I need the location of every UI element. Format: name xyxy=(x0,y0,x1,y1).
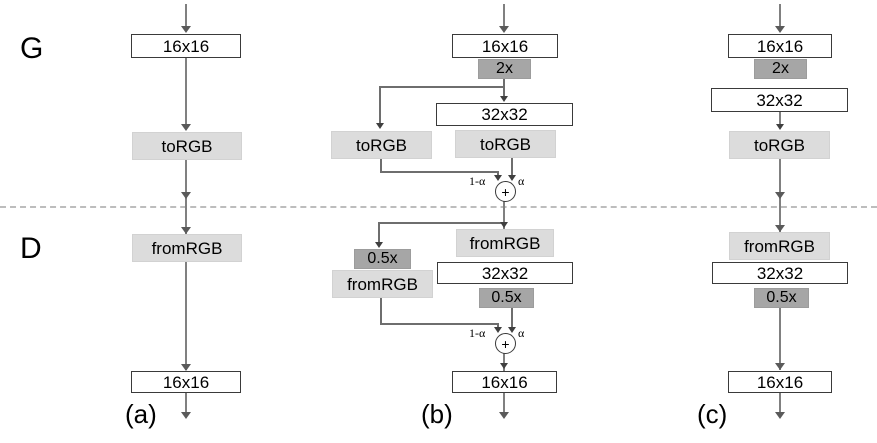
conn-b-d-skip-v xyxy=(378,222,380,246)
b-g-res-32x32: 32x32 xyxy=(436,103,573,126)
conn-b-g-blendL-h xyxy=(380,171,498,173)
conn-b-g-blendL-v xyxy=(380,159,382,173)
b-d-blend-plus: + xyxy=(495,333,516,354)
a-g-res-16x16: 16x16 xyxy=(131,34,241,58)
c-d-downsample-0.5x: 0.5x xyxy=(754,288,809,308)
conn-b-d-blendL-v xyxy=(380,298,382,325)
caption-a: (a) xyxy=(125,399,157,429)
conn-b-d-out xyxy=(503,393,505,417)
arrowhead-b-g-in xyxy=(499,26,509,33)
arrowhead-c-d-in xyxy=(775,225,785,232)
c-d-fromrgb: fromRGB xyxy=(729,232,830,260)
a-d-fromrgb: fromRGB xyxy=(132,234,242,262)
conn-b-g-in xyxy=(503,4,505,30)
conn-a-g-2 xyxy=(185,160,187,206)
conn-c-d-out xyxy=(779,393,781,417)
conn-b-g-1 xyxy=(503,79,505,99)
a-d-res-16x16: 16x16 xyxy=(131,371,241,393)
arrowhead-a-d-1 xyxy=(181,364,191,371)
arrowhead-b-g-blendR xyxy=(508,175,516,181)
b-g-weight-left: 1-α xyxy=(469,174,486,188)
conn-b-g-out xyxy=(503,200,505,230)
c-d-res-16x16: 16x16 xyxy=(728,371,832,393)
conn-b-d-blendR-v xyxy=(511,308,513,331)
c-g-res-32x32: 32x32 xyxy=(711,88,848,112)
arrowhead-c-d-1 xyxy=(775,363,785,370)
arrowhead-b-g-blendL xyxy=(494,175,502,181)
b-d-downsample-0.5x-right: 0.5x xyxy=(479,288,534,308)
conn-b-g-skip-h2 xyxy=(379,86,504,88)
c-g-res-16x16: 16x16 xyxy=(728,34,832,58)
conn-c-g-1 xyxy=(779,112,781,128)
a-g-torgb: toRGB xyxy=(132,132,242,160)
c-g-torgb: toRGB xyxy=(729,131,830,159)
arrowhead-a-g-2 xyxy=(181,192,191,199)
b-d-weight-left: 1-α xyxy=(469,326,486,340)
arrowhead-b-g-skip xyxy=(376,123,384,129)
b-d-downsample-0.5x-left: 0.5x xyxy=(354,249,411,269)
conn-b-g-skip-v xyxy=(379,86,381,126)
arrowhead-c-g-in xyxy=(775,26,785,33)
b-g-weight-right: α xyxy=(518,174,525,188)
conn-c-d-1 xyxy=(779,308,781,370)
conn-b-d-toout xyxy=(503,352,505,372)
mask-b-g-skip xyxy=(330,84,379,90)
b-d-res-32x32: 32x32 xyxy=(437,262,573,284)
conn-b-d-blendL-h xyxy=(380,323,498,325)
caption-c: (c) xyxy=(697,399,728,429)
arrowhead-b-d-blendR xyxy=(508,327,516,333)
conn-c-g-in xyxy=(779,4,781,30)
conn-a-d-out xyxy=(185,393,187,417)
conn-a-g-in xyxy=(185,4,187,30)
b-d-weight-right: α xyxy=(518,326,525,340)
b-d-fromrgb-right: fromRGB xyxy=(456,229,554,257)
row-label-discriminator: D xyxy=(20,232,42,265)
arrowhead-b-g-1 xyxy=(500,96,508,102)
gd-divider xyxy=(0,206,877,208)
conn-a-g-1 xyxy=(185,58,187,126)
arrowhead-b-d-skip xyxy=(375,242,383,248)
conn-a-d-in xyxy=(185,206,187,234)
arrowhead-b-d-out xyxy=(499,412,509,419)
conn-c-d-in xyxy=(779,206,781,232)
b-g-torgb-right: toRGB xyxy=(455,130,556,158)
arrowhead-c-d-out xyxy=(775,412,785,419)
arrowhead-a-g-1 xyxy=(181,124,191,131)
conn-c-g-2 xyxy=(779,159,781,206)
b-g-blend-plus: + xyxy=(495,181,516,202)
c-g-upsample-2x: 2x xyxy=(754,59,807,79)
arrowhead-b-d-toout xyxy=(500,363,508,369)
arrowhead-b-d-in xyxy=(500,222,508,228)
b-g-torgb-left: toRGB xyxy=(331,131,432,159)
arrowhead-a-d-out xyxy=(181,412,191,419)
caption-b: (b) xyxy=(421,399,453,429)
c-d-res-32x32: 32x32 xyxy=(712,262,848,284)
conn-a-d-1 xyxy=(185,262,187,370)
conn-b-g-blendR-v xyxy=(511,158,513,179)
arrowhead-a-d-in xyxy=(181,227,191,234)
b-g-upsample-2x: 2x xyxy=(478,59,531,79)
arrowhead-c-g-2 xyxy=(775,192,785,199)
arrowhead-a-g-in xyxy=(181,26,191,33)
arrowhead-c-g-1 xyxy=(776,124,784,130)
b-d-fromrgb-left: fromRGB xyxy=(332,270,433,298)
row-label-generator: G xyxy=(20,32,44,65)
conn-b-d-skip-h xyxy=(378,222,505,224)
b-g-res-16x16: 16x16 xyxy=(452,34,558,58)
b-d-res-16x16: 16x16 xyxy=(452,371,557,393)
arrowhead-b-d-blendL xyxy=(494,327,502,333)
